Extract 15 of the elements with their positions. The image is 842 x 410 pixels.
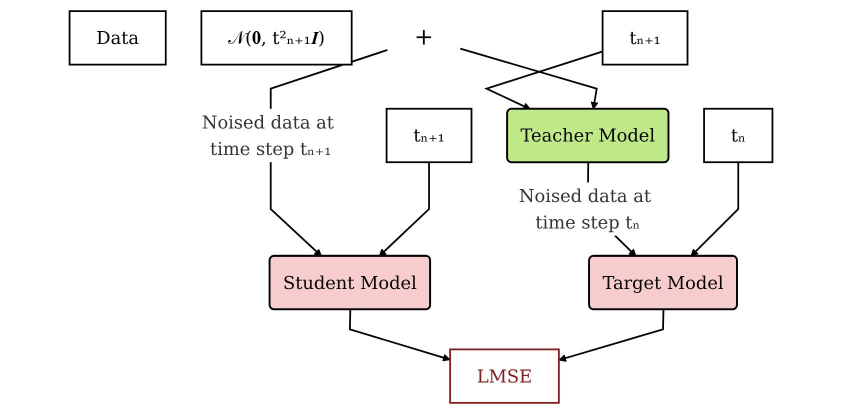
node-box [703,108,774,164]
arrow [348,310,450,362]
node-box [386,108,472,164]
node-box [602,10,688,66]
node-box [449,348,560,404]
edge-label: Noised data at time step tₙ₊₁ [202,111,334,160]
arrow [558,310,664,362]
arrow [690,162,740,257]
node-box [200,10,353,66]
node-text: + [414,24,434,51]
arrow [460,48,598,110]
arrow [378,162,430,257]
edge-label: Noised data at time step tₙ [518,184,651,234]
node-box [68,10,167,66]
arrow [484,50,603,110]
